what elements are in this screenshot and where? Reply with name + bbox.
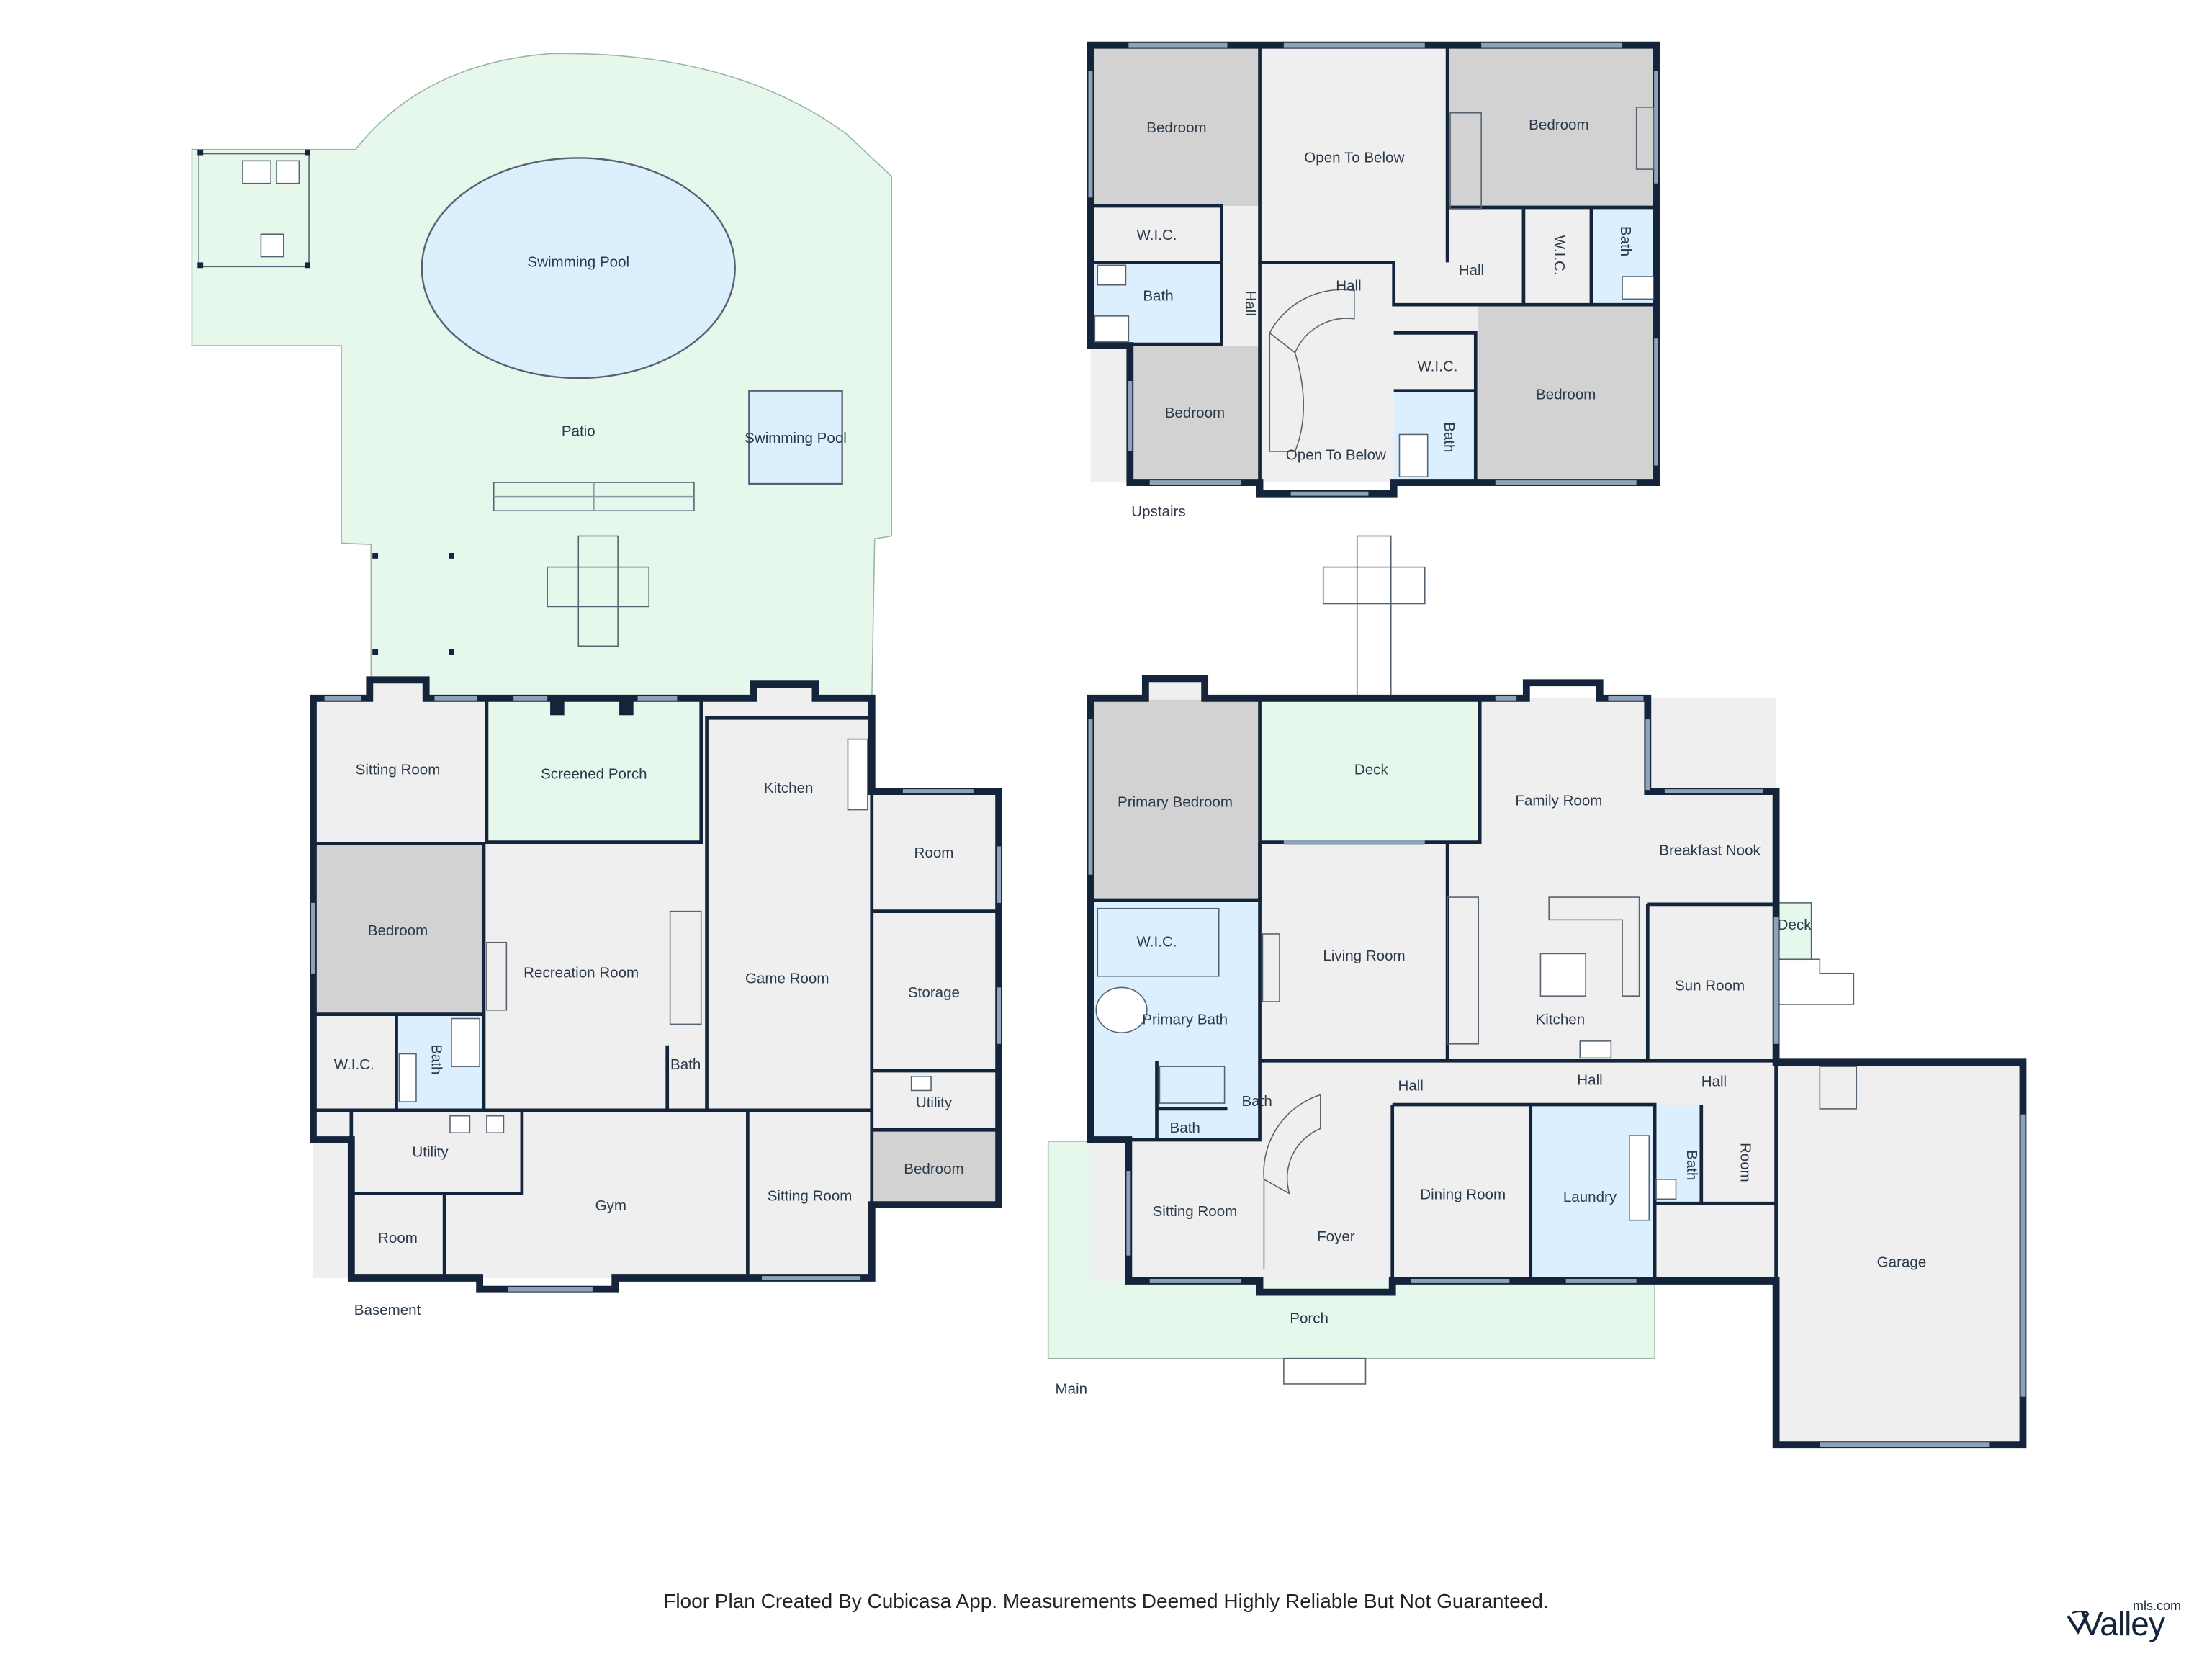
label-basement-bedroom: Bedroom — [368, 922, 428, 939]
label-game-room: Game Room — [745, 971, 830, 987]
label-main-sitting-room: Sitting Room — [1153, 1203, 1238, 1220]
label-basement-sitting-room-nw: Sitting Room — [356, 762, 441, 778]
label-up-bedroom-nw: Bedroom — [1146, 120, 1206, 136]
label-dining-room: Dining Room — [1420, 1186, 1506, 1202]
label-up-bath-e: Bath — [1617, 226, 1634, 256]
label-foyer: Foyer — [1317, 1228, 1355, 1245]
primary-bedroom-shade — [1090, 698, 1260, 900]
label-basement-bath: Bath — [428, 1044, 445, 1074]
label-deck: Deck — [1354, 762, 1389, 778]
label-up-wic-e: W.I.C. — [1551, 235, 1568, 276]
label-basement-utility-east: Utility — [916, 1094, 953, 1111]
label-patio: Patio — [562, 423, 595, 439]
label-floor-main: Main — [1055, 1381, 1087, 1398]
label-screened-porch: Screened Porch — [541, 765, 647, 782]
room-labels: Swimming Pool Swimming Pool Patio Sittin… — [334, 117, 1927, 1397]
bedroom-sw-shade — [1130, 346, 1259, 483]
patio-area — [191, 53, 892, 701]
label-up-hall-c: Hall — [1336, 278, 1361, 295]
label-up-hall-w: Hall — [1242, 291, 1259, 316]
label-storage: Storage — [908, 984, 960, 1001]
label-recreation-room: Recreation Room — [523, 965, 639, 981]
valley-mls-logo: mls.com Valley — [2067, 1599, 2200, 1646]
bedroom-nw-shade — [1090, 45, 1260, 207]
label-primary-bath: Primary Bath — [1142, 1011, 1228, 1028]
label-up-bedroom-ne: Bedroom — [1529, 117, 1588, 133]
bedroom-east-shade — [871, 1130, 999, 1205]
label-main-bath-1: Bath — [1241, 1093, 1272, 1110]
label-breakfast-nook: Breakfast Nook — [1659, 842, 1761, 858]
upstairs-windows — [1088, 42, 1659, 496]
label-garage: Garage — [1877, 1254, 1927, 1270]
label-main-kitchen: Kitchen — [1536, 1011, 1586, 1028]
label-porch: Porch — [1290, 1310, 1328, 1327]
label-gym: Gym — [595, 1197, 626, 1214]
label-basement-kitchen: Kitchen — [764, 780, 814, 796]
label-laundry: Laundry — [1563, 1189, 1617, 1205]
label-basement-room-east: Room — [914, 845, 954, 861]
label-up-wic-w: W.I.C. — [1137, 227, 1177, 243]
label-main-wic: W.I.C. — [1137, 934, 1177, 950]
label-floor-basement: Basement — [354, 1302, 421, 1318]
label-basement-room-sw: Room — [378, 1230, 418, 1246]
label-basement-sitting-room-se: Sitting Room — [768, 1187, 853, 1204]
label-primary-bedroom: Primary Bedroom — [1118, 794, 1233, 811]
upstairs-floor — [1087, 41, 1660, 498]
bedroom-se-shade — [1478, 305, 1657, 483]
label-family-room: Family Room — [1515, 793, 1602, 809]
label-deck-small: Deck — [1778, 917, 1812, 933]
logo-subtext: mls.com — [2133, 1599, 2181, 1613]
label-up-hall-e: Hall — [1459, 262, 1484, 279]
label-living-room: Living Room — [1323, 948, 1405, 964]
label-main-room: Room — [1737, 1143, 1754, 1182]
label-main-hall-3: Hall — [1701, 1074, 1727, 1090]
screened-porch-shade — [486, 699, 701, 842]
label-up-bath-w: Bath — [1143, 287, 1173, 304]
label-open-to-below-s: Open To Below — [1286, 447, 1386, 464]
label-swimming-pool-small: Swimming Pool — [745, 430, 847, 446]
swimming-pool-small — [748, 390, 843, 485]
label-main-bath-3: Bath — [1683, 1150, 1700, 1180]
valley-logo-icon — [2067, 1611, 2090, 1635]
label-main-hall-1: Hall — [1398, 1077, 1423, 1094]
main-floor — [1047, 535, 2027, 1449]
label-up-wic-c: W.I.C. — [1417, 358, 1457, 374]
label-floor-upstairs: Upstairs — [1131, 503, 1185, 520]
label-basement-utility: Utility — [412, 1144, 449, 1161]
label-open-to-below-n: Open To Below — [1304, 149, 1404, 166]
footer-disclaimer: Floor Plan Created By Cubicasa App. Meas… — [663, 1590, 1549, 1612]
logo-wordmark: Valley — [2081, 1605, 2165, 1642]
label-sun-room: Sun Room — [1675, 977, 1745, 994]
label-up-bedroom-sw: Bedroom — [1165, 405, 1225, 421]
basement-windows — [311, 696, 1002, 1292]
label-basement-bedroom-east: Bedroom — [904, 1161, 963, 1177]
bedroom-shade — [313, 843, 484, 1015]
label-swimming-pool-large: Swimming Pool — [527, 253, 629, 270]
label-up-bedroom-se: Bedroom — [1536, 386, 1596, 403]
label-main-hall-2: Hall — [1577, 1072, 1602, 1089]
label-basement-wic: W.I.C. — [334, 1056, 374, 1073]
label-basement-bath-2: Bath — [670, 1056, 701, 1073]
bedroom-ne-shade — [1449, 45, 1657, 207]
swimming-pool-large — [421, 157, 736, 379]
label-up-bath-c: Bath — [1441, 422, 1457, 452]
main-windows — [1088, 696, 2026, 1447]
label-main-bath-2: Bath — [1170, 1120, 1200, 1136]
basement-floor — [310, 676, 1002, 1293]
